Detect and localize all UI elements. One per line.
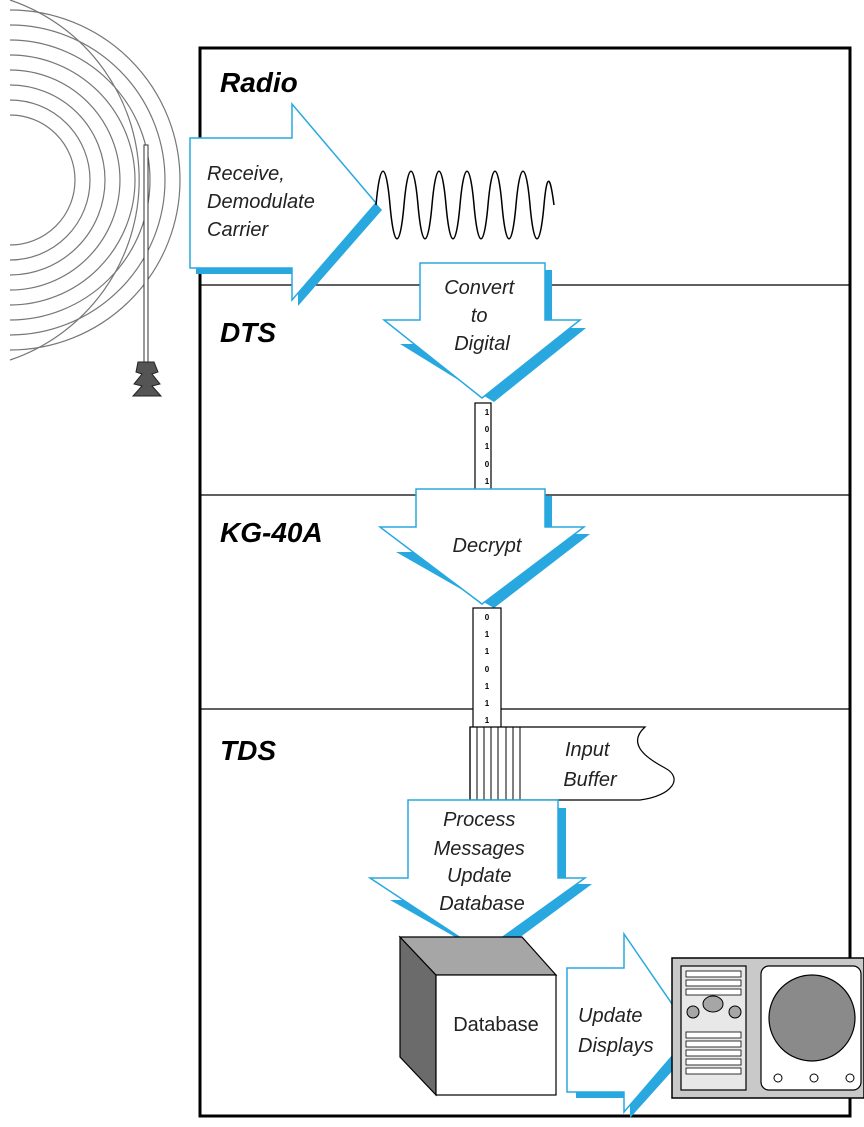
input-buffer-icon	[469, 726, 675, 801]
bit: 1	[485, 442, 490, 451]
buffer-label: Input Buffer	[563, 739, 618, 791]
buffer-line-2: Buffer	[563, 769, 618, 791]
decrypt-step-label: Decrypt	[453, 535, 523, 557]
update-displays-arrow	[566, 931, 700, 1118]
bit: 1	[485, 716, 490, 725]
receive-line-1: Receive,	[207, 163, 285, 185]
display-console-icon	[671, 957, 864, 1099]
bit: 0	[485, 460, 490, 469]
process-arrow	[367, 799, 592, 958]
bit: 1	[485, 647, 490, 656]
convert-line-2: to	[471, 305, 488, 327]
bit: 0	[485, 425, 490, 434]
bit: 1	[485, 408, 490, 417]
buffer-line-1: Input	[565, 739, 611, 761]
decrypt-arrow	[377, 488, 590, 608]
receive-line-2: Demodulate	[207, 191, 315, 213]
decrypted-bitstream: 0 1 1 0 1 1 1 0	[472, 607, 502, 742]
sine-wave-icon	[375, 170, 555, 240]
antenna-icon	[131, 144, 163, 397]
update-displays-line-1: Update	[578, 1005, 643, 1027]
database-cube-icon	[398, 935, 558, 1097]
process-step-label: Process Messages Update Database	[434, 809, 531, 915]
bit: 1	[485, 630, 490, 639]
section-label-radio: Radio	[220, 67, 298, 98]
process-line-1: Process	[443, 809, 515, 831]
section-label-tds: TDS	[220, 735, 276, 766]
database-label: Database	[453, 1014, 539, 1036]
convert-line-1: Convert	[444, 277, 515, 299]
bit: 1	[485, 699, 490, 708]
update-displays-label: Update Displays	[578, 1005, 654, 1057]
radio-waves-icon	[9, 0, 181, 361]
section-label-kg40a: KG-40A	[220, 517, 323, 548]
receive-arrow	[189, 101, 382, 306]
process-line-2: Messages	[434, 838, 525, 860]
section-label-dts: DTS	[220, 317, 276, 348]
system-boundary	[198, 46, 852, 1118]
process-line-4: Database	[439, 893, 525, 915]
update-displays-line-2: Displays	[578, 1035, 654, 1057]
convert-line-3: Digital	[454, 333, 510, 355]
convert-step-label: Convert to Digital	[444, 277, 520, 355]
receive-step-label: Receive, Demodulate Carrier	[207, 163, 320, 241]
process-line-3: Update	[447, 865, 512, 887]
bit: 0	[485, 665, 490, 674]
bit: 1	[485, 682, 490, 691]
receive-line-3: Carrier	[207, 219, 269, 241]
bit: 0	[485, 613, 490, 622]
bit: 1	[485, 477, 490, 486]
convert-arrow	[381, 262, 586, 402]
